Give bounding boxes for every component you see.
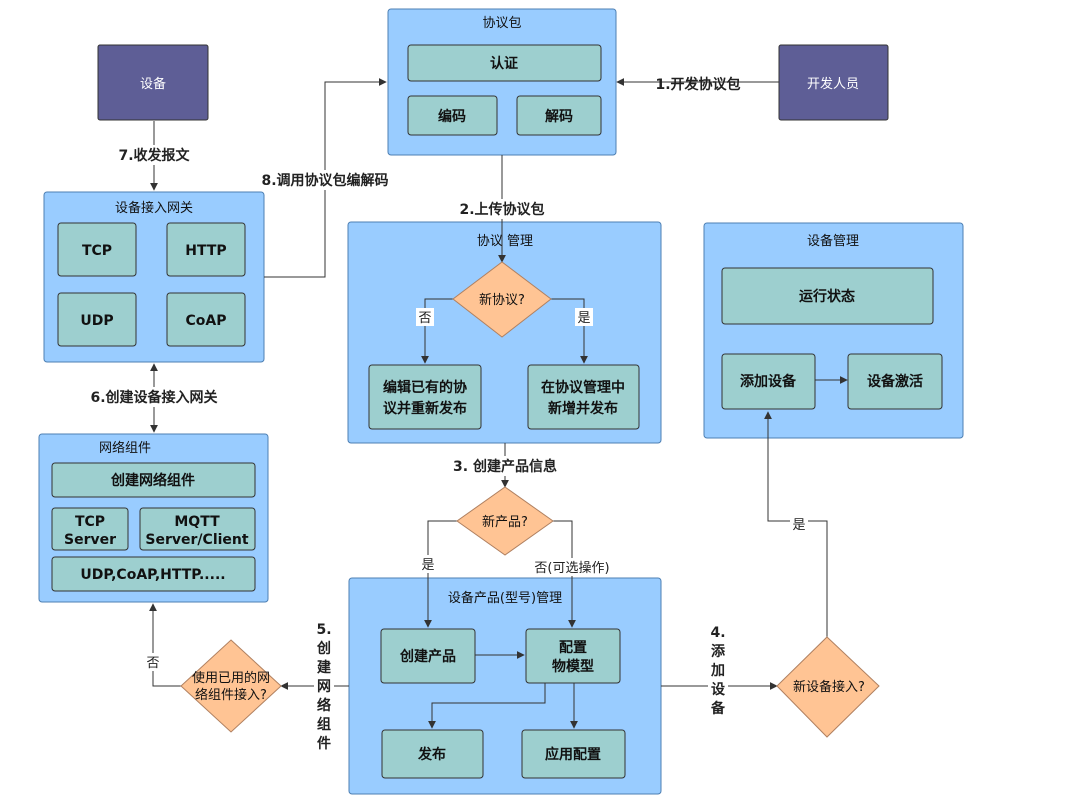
label-create-gateway: 6.创建设备接入网关 <box>90 389 217 406</box>
svg-text:编辑已有的协: 编辑已有的协 <box>383 379 467 396</box>
svg-text:设备激活: 设备激活 <box>867 373 923 390</box>
svg-text:MQTT: MQTT <box>174 514 220 530</box>
tcp-node: TCP <box>57 222 137 277</box>
udp-node: UDP <box>57 292 137 347</box>
svg-text:解码: 解码 <box>545 108 573 125</box>
svg-text:使用已用的网: 使用已用的网 <box>192 670 270 686</box>
device-actor: 设备 <box>97 44 209 121</box>
label-product-no-optional: 否(可选操作) <box>534 560 609 576</box>
add-protocol-node: 在协议管理中 新增并发布 <box>527 364 640 430</box>
svg-text:添: 添 <box>711 643 726 660</box>
svg-text:加: 加 <box>710 663 725 679</box>
app-config-node: 应用配置 <box>521 729 626 779</box>
create-product-node: 创建产品 <box>380 628 476 684</box>
svg-text:新设备接入?: 新设备接入? <box>793 679 865 695</box>
svg-text:应用配置: 应用配置 <box>545 746 601 763</box>
device-management-title: 设备管理 <box>807 233 859 249</box>
protocol-package-title: 协议包 <box>482 16 521 31</box>
label-protocol-no: 否 <box>418 311 431 326</box>
config-model-node: 配置 物模型 <box>525 628 621 684</box>
svg-text:添加设备: 添加设备 <box>740 373 797 390</box>
edge-product-no <box>553 520 576 628</box>
udp-etc-node: UDP,CoAP,HTTP..... <box>51 556 256 592</box>
label-product-yes: 是 <box>421 558 434 573</box>
use-existing-network-decision: 使用已用的网 络组件接入? <box>180 639 282 733</box>
svg-text:建: 建 <box>317 659 331 676</box>
gateway-title: 设备接入网关 <box>115 200 193 216</box>
svg-text:编码: 编码 <box>438 108 466 125</box>
svg-text:物模型: 物模型 <box>552 658 594 675</box>
edge-existing-no <box>149 603 181 687</box>
svg-text:配置: 配置 <box>559 639 587 656</box>
edge-protocol-no <box>421 298 453 364</box>
svg-text:5.: 5. <box>316 622 331 638</box>
svg-text:络: 络 <box>317 697 331 714</box>
product-management-title: 设备产品(型号)管理 <box>448 590 562 606</box>
svg-text:认证: 认证 <box>490 55 518 72</box>
svg-text:发布: 发布 <box>417 746 446 763</box>
svg-text:UDP,CoAP,HTTP.....: UDP,CoAP,HTTP..... <box>80 567 225 583</box>
svg-text:创: 创 <box>316 640 331 657</box>
label-invoke-codec: 8.调用协议包编解码 <box>261 172 388 189</box>
svg-text:Server/Client: Server/Client <box>145 532 248 548</box>
svg-text:设备: 设备 <box>140 76 166 92</box>
decode-node: 解码 <box>516 95 602 136</box>
svg-text:创建网络组件: 创建网络组件 <box>110 472 195 489</box>
svg-text:件: 件 <box>317 735 331 752</box>
mqtt-node: MQTT Server/Client <box>139 507 256 551</box>
label-create-product-info: 3. 创建产品信息 <box>453 458 557 475</box>
svg-text:开发人员: 开发人员 <box>807 76 859 92</box>
encode-node: 编码 <box>407 95 498 136</box>
publish-node: 发布 <box>381 729 484 779</box>
svg-text:设: 设 <box>711 682 726 698</box>
protocol-management-title: 协议 管理 <box>477 234 533 249</box>
svg-text:TCP: TCP <box>82 243 112 259</box>
create-network-node: 创建网络组件 <box>51 462 256 498</box>
label-send-receive: 7.收发报文 <box>118 147 190 164</box>
label-develop-package: 1.开发协议包 <box>655 76 740 93</box>
svg-text:Server: Server <box>64 532 116 548</box>
svg-text:新协议?: 新协议? <box>479 292 525 308</box>
label-device-yes: 是 <box>792 518 805 533</box>
auth-node: 认证 <box>407 44 602 82</box>
new-product-decision: 新产品? <box>456 486 554 556</box>
tcp-server-node: TCP Server <box>51 507 129 551</box>
label-existing-no: 否 <box>146 656 159 671</box>
http-node: HTTP <box>166 222 246 277</box>
svg-text:新产品?: 新产品? <box>482 514 528 530</box>
run-status-node: 运行状态 <box>721 267 934 325</box>
svg-text:创建产品: 创建产品 <box>399 648 456 665</box>
svg-text:新增并发布: 新增并发布 <box>548 400 618 417</box>
label-create-network: 5. 创 建 网 络 组 件 <box>316 622 332 752</box>
label-add-device: 4. 添 加 设 备 <box>710 625 726 717</box>
svg-text:备: 备 <box>710 700 726 717</box>
new-protocol-decision: 新协议? <box>452 261 552 338</box>
svg-text:组: 组 <box>317 716 331 733</box>
svg-text:运行状态: 运行状态 <box>799 288 855 305</box>
svg-text:网: 网 <box>317 679 331 695</box>
svg-text:络组件接入?: 络组件接入? <box>195 687 267 703</box>
svg-text:4.: 4. <box>710 625 725 641</box>
svg-text:CoAP: CoAP <box>186 313 227 329</box>
edge-config-publish <box>428 683 546 729</box>
svg-text:议并重新发布: 议并重新发布 <box>383 400 467 417</box>
svg-text:TCP: TCP <box>75 514 105 530</box>
coap-node: CoAP <box>166 292 246 347</box>
svg-text:UDP: UDP <box>80 313 113 329</box>
network-title: 网络组件 <box>99 440 151 456</box>
label-protocol-yes: 是 <box>577 311 590 326</box>
label-upload-package: 2.上传协议包 <box>459 201 544 218</box>
edge-protocol-yes <box>551 298 588 364</box>
svg-text:HTTP: HTTP <box>185 243 226 259</box>
new-device-decision: 新设备接入? <box>776 636 880 738</box>
add-device-node: 添加设备 <box>721 353 816 410</box>
edit-protocol-node: 编辑已有的协 议并重新发布 <box>368 364 482 430</box>
developer-actor: 开发人员 <box>778 44 889 121</box>
activate-device-node: 设备激活 <box>847 353 943 410</box>
edge-product-yes <box>424 520 457 628</box>
svg-text:在协议管理中: 在协议管理中 <box>541 379 625 396</box>
